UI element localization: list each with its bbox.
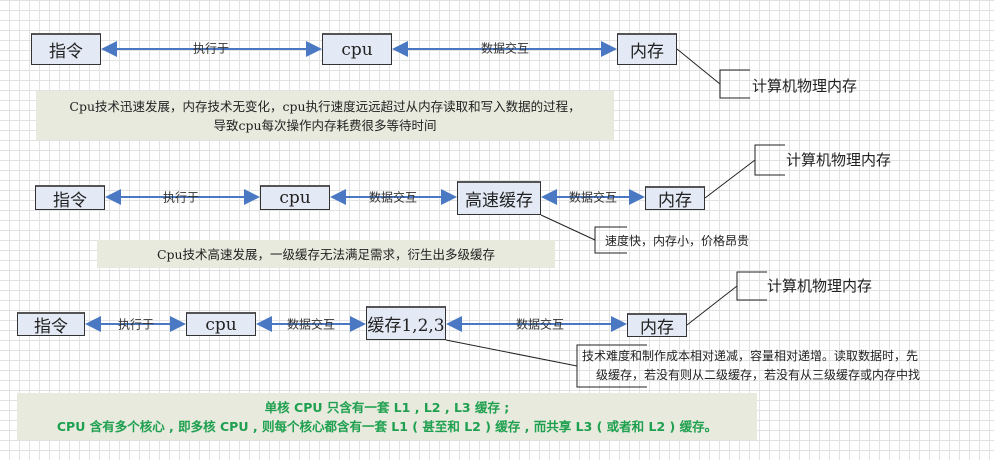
edge-label: 执行于 xyxy=(162,190,200,205)
node-memory[interactable]: 内存 xyxy=(645,186,705,211)
edge-label: 数据交互 xyxy=(568,190,618,205)
edge-label: 数据交互 xyxy=(286,317,336,332)
note-row2[interactable]: Cpu技术高速发展，一级缓存无法满足需求，衍生出多级缓存 xyxy=(97,240,555,268)
note-row3-text[interactable]: 单核 CPU 只含有一套 L1 , L2 , L3 缓存 ; CPU 含有多个核… xyxy=(17,393,757,440)
callout-text: 计算机物理内存 xyxy=(786,151,892,169)
note-line: 单核 CPU 只含有一套 L1 , L2 , L3 缓存 ; xyxy=(264,399,510,415)
callout-text: 技术难度和制作成本相对递减，容量相对递增。读取数据时，先 xyxy=(582,349,919,363)
node-instruction[interactable]: 指令 xyxy=(35,185,105,211)
callout-line xyxy=(445,339,647,388)
callout-text: 计算机物理内存 xyxy=(767,277,873,295)
node-cpu[interactable]: cpu xyxy=(260,185,330,210)
callout-line xyxy=(686,271,767,326)
node-cpu[interactable]: cpu xyxy=(186,312,256,336)
node-memory[interactable]: 内存 xyxy=(617,33,677,65)
note-line: Cpu技术高速发展，一级缓存无法满足需求，衍生出多级缓存 xyxy=(156,246,496,262)
note-line: 导致cpu每次操作内存耗费很多等待时间 xyxy=(213,117,437,133)
node-cache[interactable]: 高速缓存 xyxy=(457,181,541,215)
callout-text: 速度快，内存小，价格昂贵 xyxy=(605,234,750,248)
node-cache[interactable]: 缓存1,2,3 xyxy=(366,306,446,340)
edge-label: 数据交互 xyxy=(480,41,530,56)
callout-text: 计算机物理内存 xyxy=(752,77,858,95)
note-row1[interactable]: Cpu技术迅速发展，内存技术无变化，cpu执行速度远远超过从内存读取和写入数据的… xyxy=(36,91,614,140)
node-memory[interactable]: 内存 xyxy=(627,313,687,338)
callout-line xyxy=(540,214,627,254)
node-instruction[interactable]: 指令 xyxy=(31,33,101,65)
callout-text: 级缓存，若没有则从二级缓存，若没有从三级缓存或内存中找 xyxy=(596,368,921,382)
callout-line xyxy=(704,144,785,199)
edge-label: 执行于 xyxy=(117,317,155,332)
callout-line xyxy=(676,48,750,99)
edge-label: 数据交互 xyxy=(368,190,418,205)
note-line: Cpu技术迅速发展，内存技术无变化，cpu执行速度远远超过从内存读取和写入数据的… xyxy=(69,98,581,114)
edge-label: 执行于 xyxy=(192,41,230,56)
node-cpu[interactable]: cpu xyxy=(322,33,392,65)
edge-label: 数据交互 xyxy=(515,317,565,332)
note-line: CPU 含有多个核心 , 即多核 CPU , 则每个核心都含有一套 L1 ( 甚… xyxy=(56,418,718,434)
node-instruction[interactable]: 指令 xyxy=(17,312,85,337)
